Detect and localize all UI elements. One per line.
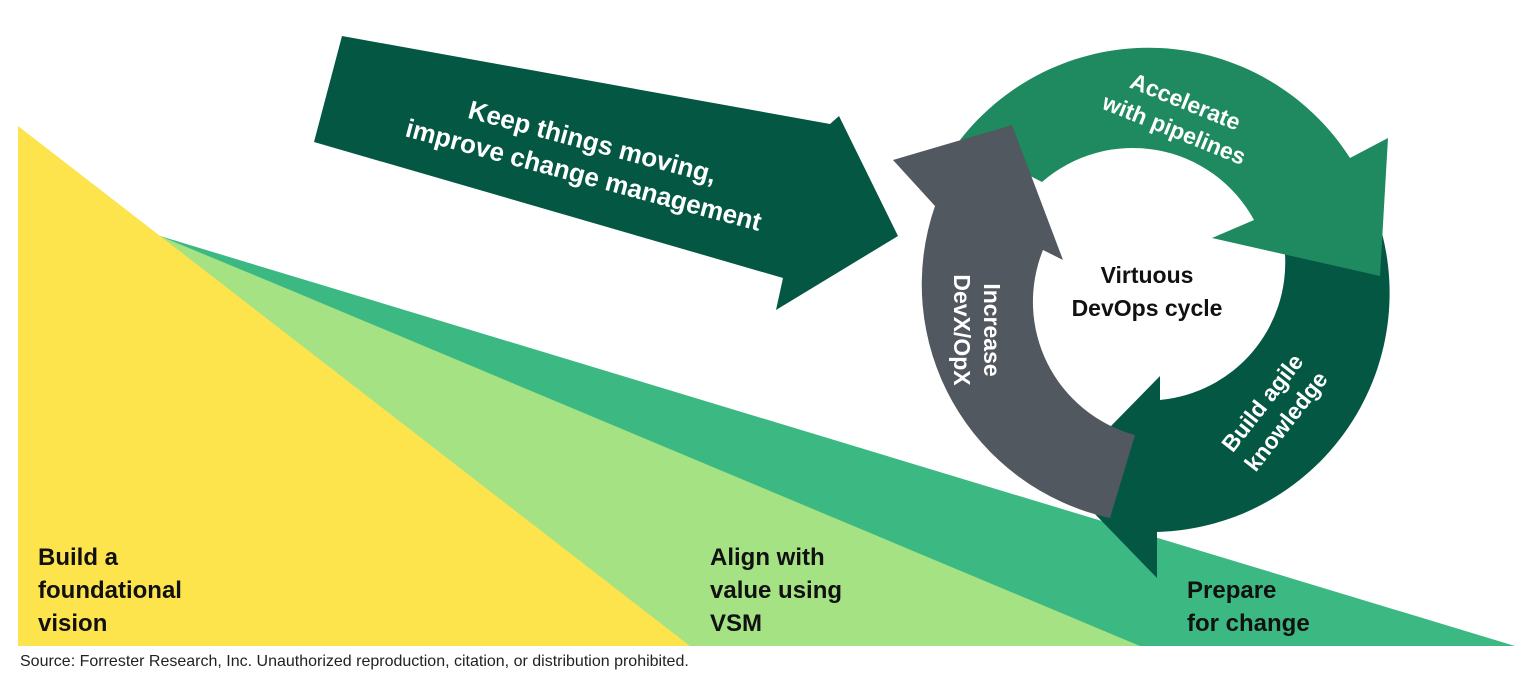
stage-align-line-1: Align with	[710, 544, 825, 571]
stage-align-line-3: VSM	[710, 610, 762, 637]
stage-foundational-line-2: foundational	[38, 577, 182, 604]
cycle-left-line-2: DevX/OpX	[949, 274, 975, 386]
cycle-left-line-1: Increase	[979, 283, 1005, 376]
stage-foundational-line-1: Build a	[38, 544, 119, 571]
cycle-segment-top	[960, 47, 1388, 276]
stage-align-line-2: value using	[710, 577, 842, 604]
source-note: Source: Forrester Research, Inc. Unautho…	[20, 653, 689, 670]
cycle-segment-left	[893, 125, 1135, 518]
cycle-center-line-1: Virtuous	[1101, 262, 1194, 288]
cycle-segment-right	[1060, 196, 1390, 578]
stage-foundational-line-3: vision	[38, 610, 107, 637]
stage-prepare-line-2: for change	[1187, 610, 1310, 637]
keep-moving-arrow	[314, 36, 898, 310]
cycle-center-line-2: DevOps cycle	[1072, 295, 1223, 321]
stage-prepare-line-1: Prepare	[1187, 577, 1276, 604]
foundation-wedge	[18, 126, 690, 646]
